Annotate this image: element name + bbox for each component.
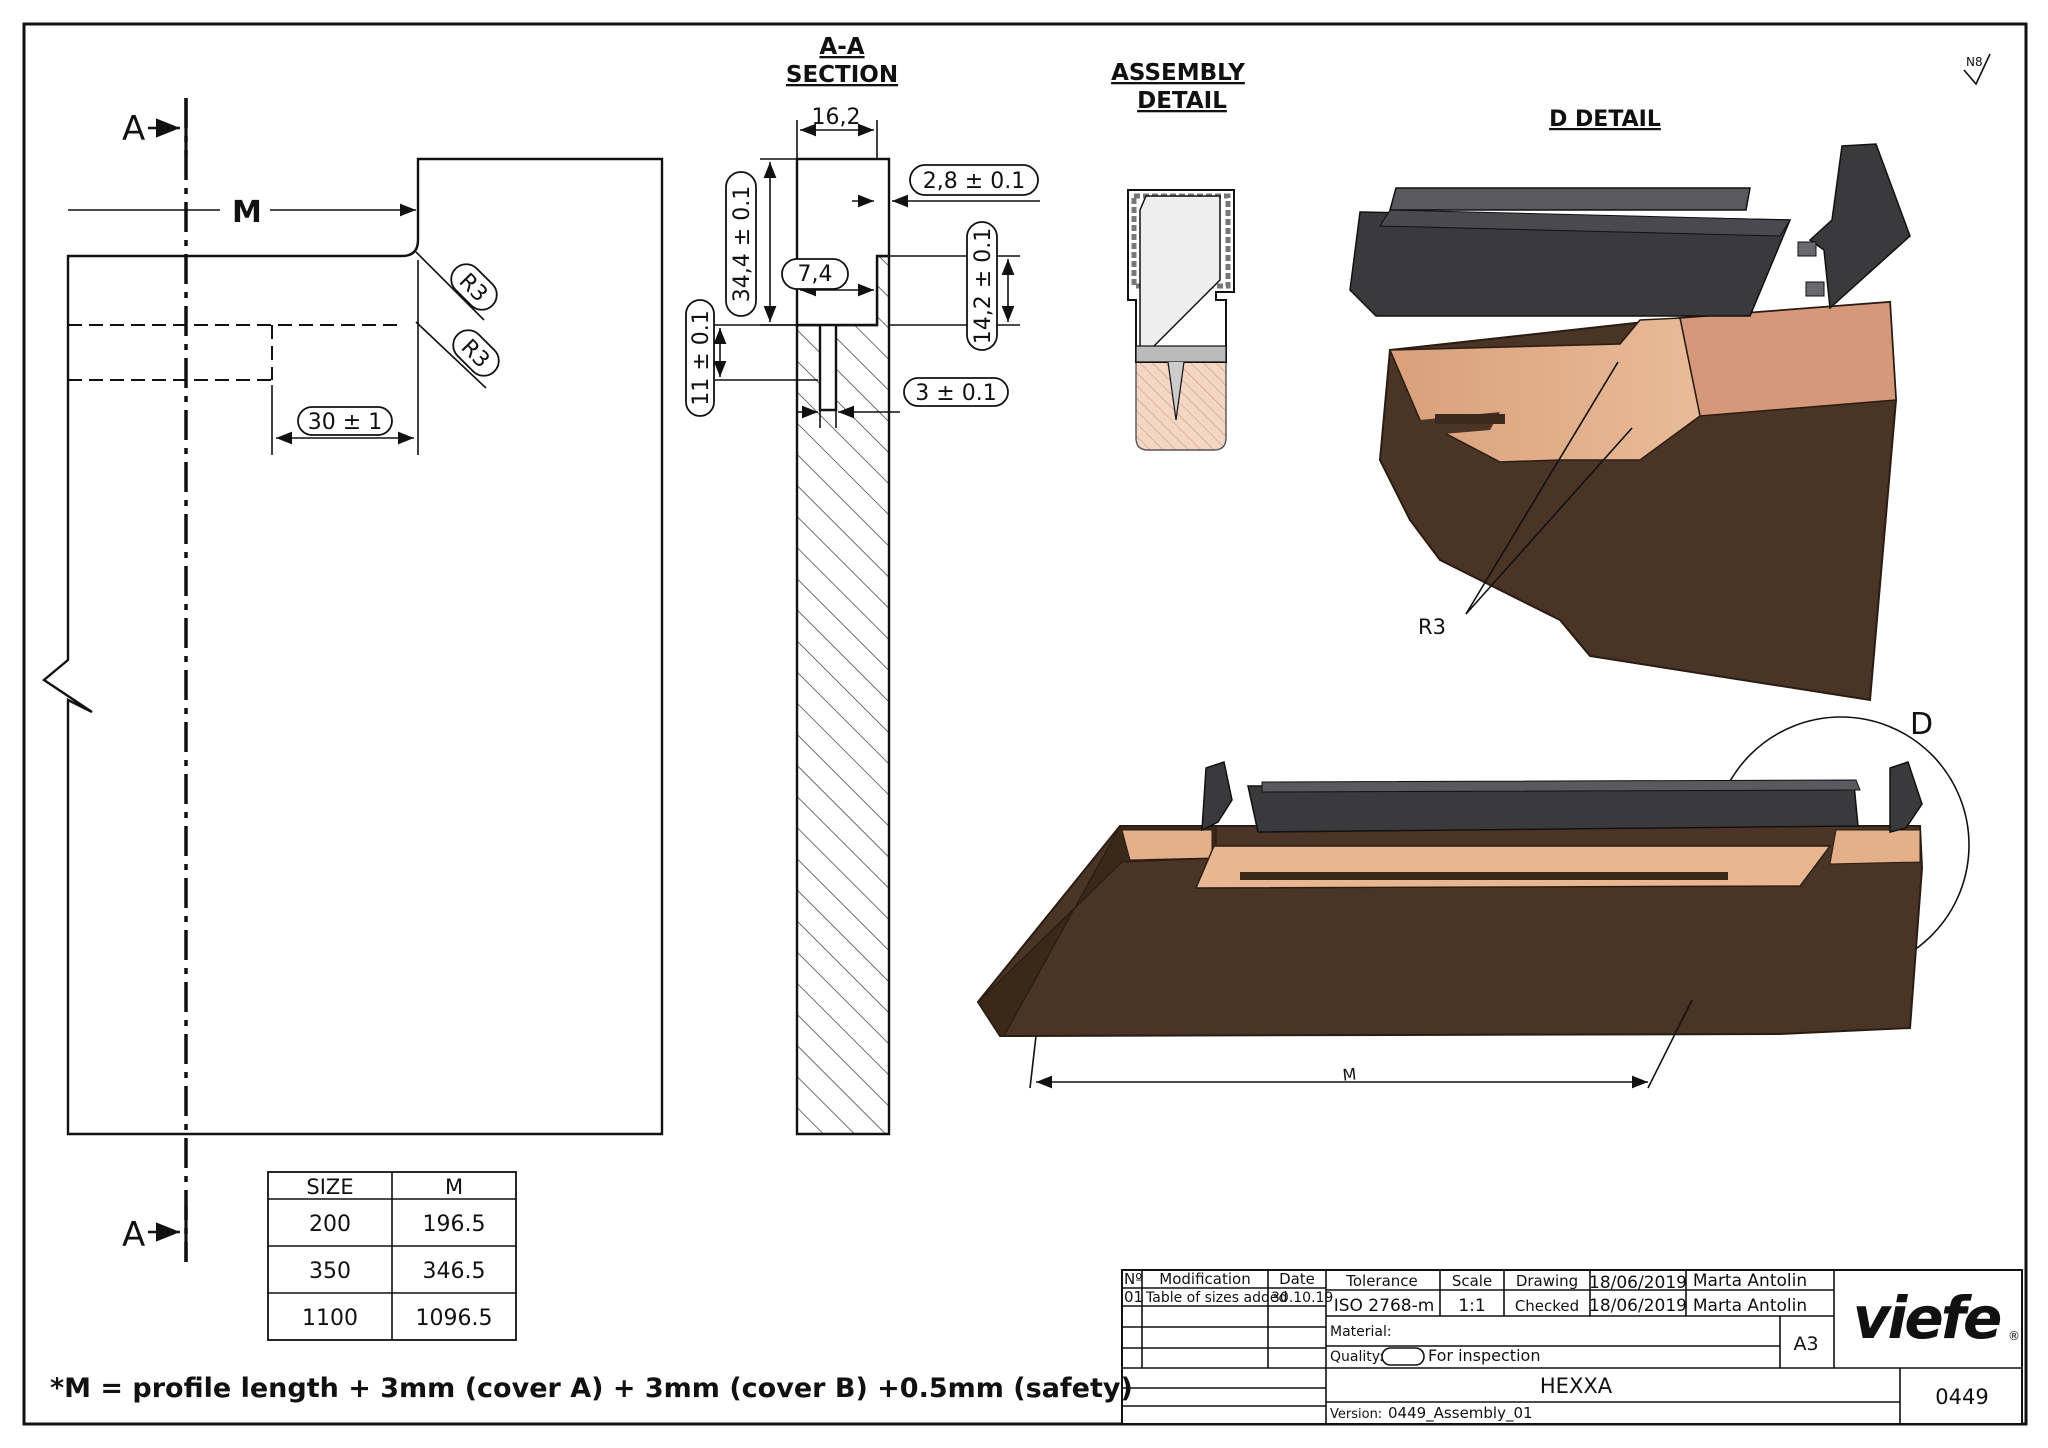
sheet-border [22,22,2028,1426]
tb-checked-label: Checked [1515,1297,1579,1315]
assembly-title-line1: ASSEMBLY [1111,60,1245,86]
size-table: SIZE M 200 196.5 350 346.5 1100 1096.5 [267,1171,517,1341]
tb-tolerance-value: ISO 2768-m [1334,1296,1435,1316]
section-title-line1: A-A [819,34,864,60]
tb-scale-value: 1:1 [1458,1296,1485,1316]
section-width-dim: 16,2 [812,105,861,130]
section-slot-dim: 7,4 [798,262,833,287]
tb-checked-by: Marta Antolin [1693,1296,1807,1316]
surface-symbol-label: N8 [1966,55,1983,69]
size-table-cell: 1100 [302,1306,358,1331]
size-table-cell: 196.5 [423,1212,486,1237]
title-block: Nº Modification Date 01 Table of sizes a… [1121,1269,2023,1425]
section-height-dim: 34,4 ± 0.1 [730,186,755,302]
tb-drawing-number: 0449 [1935,1385,1988,1409]
size-table-cell: 1096.5 [416,1306,493,1331]
isometric-assembly: D M [976,707,1970,1089]
m-dimension-label: M [232,195,262,230]
tb-product-name: HEXXA [1540,1374,1613,1398]
tb-rev-text: Table of sizes added [1145,1290,1287,1306]
size-table-cell: 350 [309,1259,351,1284]
detail-circle-label: D [1910,707,1933,742]
tb-rev-date: 30.10.19 [1271,1290,1333,1306]
assembly-title-line2: DETAIL [1137,88,1227,114]
tb-modification-label: Modification [1159,1270,1250,1288]
tb-quality-label: Quality: [1330,1349,1384,1365]
tb-rev-no: 01 [1124,1288,1143,1306]
a-a-section: A-A SECTION 16,2 34,4 ± 0.1 7,4 11 ± [685,34,1040,1136]
front-view: A A M R3 R3 30 ± 1 [41,98,664,1262]
m-formula-footnote: *M = profile length + 3mm (cover A) + 3m… [50,1373,1133,1404]
section-depth-dim: 11 ± 0.1 [689,310,714,405]
size-table-header-size: SIZE [306,1175,353,1199]
offset-dimension: 30 ± 1 [308,410,382,435]
section-gap-dim: 3 ± 0.1 [915,381,996,406]
cut-mark-top-label: A [122,109,145,149]
logo-registered-mark: ® [2008,1329,2020,1343]
tb-sheet-size: A3 [1793,1333,1818,1355]
tb-no-label: Nº [1124,1270,1142,1288]
d-detail-radius-label: R3 [1418,615,1446,639]
section-title-line2: SECTION [786,62,898,88]
d-detail-title: D DETAIL [1549,107,1661,132]
tb-drawing-by: Marta Antolin [1693,1271,1807,1291]
tb-drawing-date: 18/06/2019 [1589,1273,1687,1293]
tb-tolerance-label: Tolerance [1345,1272,1418,1290]
cut-mark-bottom-label: A [122,1215,145,1255]
tb-version-label: Version: [1330,1407,1382,1422]
tb-scale-label: Scale [1452,1272,1492,1290]
tb-quality-value: For inspection [1428,1346,1540,1365]
tb-date-label: Date [1279,1270,1315,1288]
surface-finish-symbol: N8 [1963,53,1991,86]
size-table-header-m: M [445,1175,463,1199]
tb-material-label: Material: [1330,1324,1392,1340]
section-inner-height-dim: 14,2 ± 0.1 [971,228,996,344]
viefe-logo: viefe ® [1853,1284,2020,1352]
assembly-detail: ASSEMBLY DETAIL [1111,60,1245,451]
tb-quality-bubble [1381,1347,1425,1366]
tb-checked-date: 18/06/2019 [1589,1296,1687,1316]
section-lip-dim: 2,8 ± 0.1 [923,169,1025,194]
tb-drawing-label: Drawing [1516,1272,1578,1290]
tb-version-value: 0449_Assembly_01 [1388,1404,1533,1423]
iso-m-label: M [1342,1064,1358,1084]
size-table-cell: 200 [309,1212,351,1237]
size-table-cell: 346.5 [423,1259,486,1284]
d-detail: D DETAIL R3 [1349,107,1911,702]
logo-text: viefe [1853,1284,2001,1352]
